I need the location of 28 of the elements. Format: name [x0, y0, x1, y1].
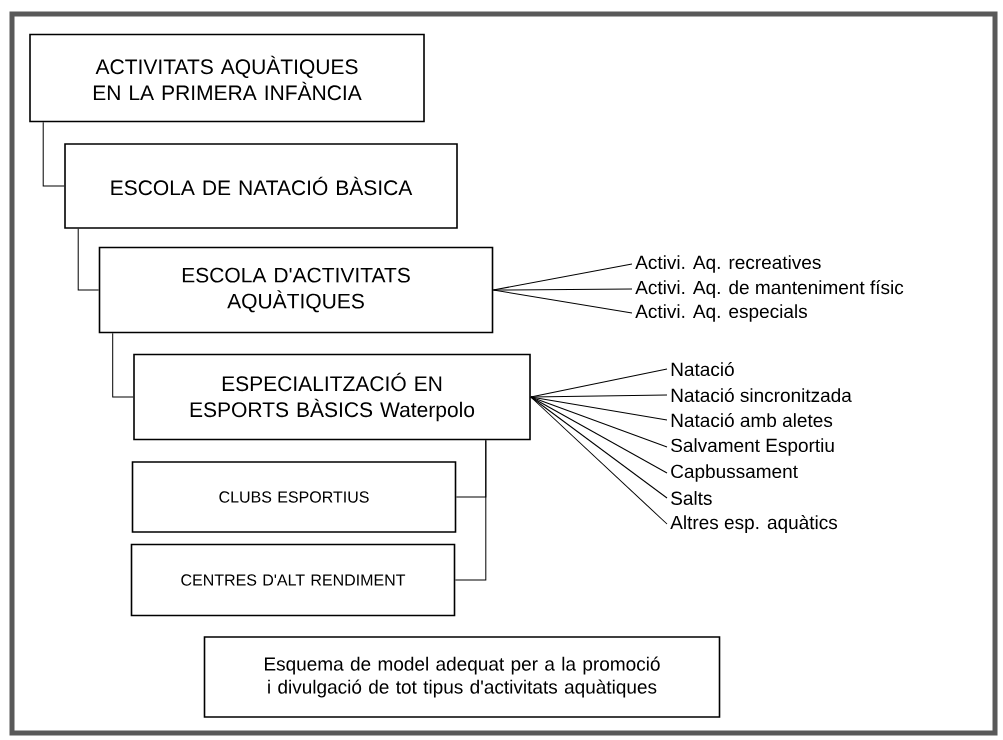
level-box: CLUBS ESPORTIUS	[131, 461, 457, 533]
branch-label: Capbussament	[671, 464, 798, 482]
level-box: ESCOLA DE NATACIÓ BÀSICA	[64, 143, 458, 229]
branch-label: Activi. Aq. recreatives	[635, 255, 821, 273]
connector-line	[492, 289, 633, 314]
branch-label: Salvament Esportiu	[671, 438, 834, 456]
connector-line	[530, 394, 668, 398]
connector-line	[492, 288, 633, 291]
level-box: ESPECIALITZACIÓ EN ESPORTS BÀSICS Waterpolo	[133, 353, 531, 441]
branch-label: Altres esp. aquàtics	[670, 515, 838, 533]
level-box: ACTIVITATS AQUÀTIQUES EN LA PRIMERA INFÀNCIA	[29, 33, 425, 123]
connector-line	[112, 332, 134, 398]
level-box: ESCOLA D'ACTIVITATS AQUÀTIQUES	[98, 246, 494, 334]
branch-label: Natació sincronitzada	[671, 387, 852, 403]
branch-label: Activi. Aq. especials	[635, 304, 807, 322]
connector-line	[530, 396, 668, 448]
branch-label: Natació	[671, 361, 734, 377]
connector-line	[42, 121, 65, 187]
branch-label: Activi. Aq. de manteniment físic	[635, 280, 904, 298]
connector-line	[530, 396, 668, 499]
connector-line	[530, 396, 668, 421]
connector-line	[77, 228, 100, 291]
connector-line	[454, 439, 487, 581]
branch-label: Natació amb aletes	[671, 412, 833, 428]
connector-line	[530, 396, 668, 525]
note-box: Esquema de model adequat per a la promoció i divulgació de tot tipus d'activitats aquàtiques	[203, 636, 721, 718]
branch-label: Salts	[671, 491, 712, 505]
level-box: CENTRES D'ALT RENDIMENT	[130, 543, 456, 617]
